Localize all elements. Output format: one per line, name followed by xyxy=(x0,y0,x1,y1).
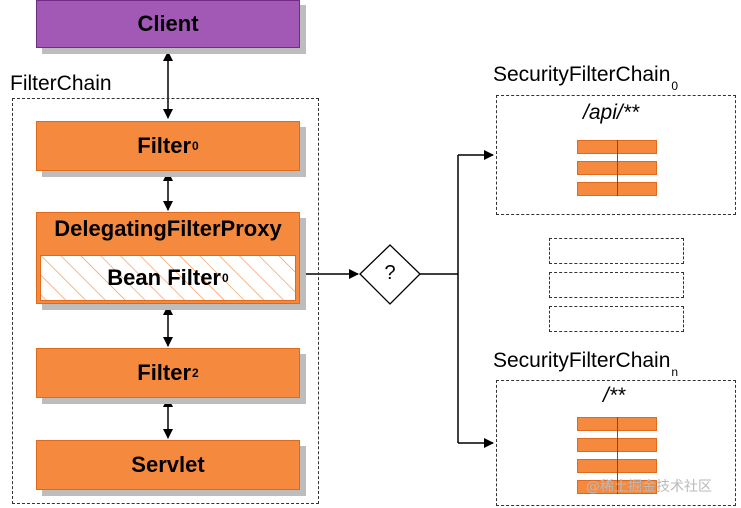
security-chain-0-subscript: 0 xyxy=(671,79,679,93)
filterchain-title: FilterChain xyxy=(10,72,112,95)
delegating-label: DelegatingFilterProxy xyxy=(54,216,282,241)
security-chain-0-title-text: SecurityFilterChain xyxy=(493,63,671,86)
filter0-subscript: 0 xyxy=(192,139,199,153)
bean-filter-hatch xyxy=(41,256,295,300)
security-chain-0-container xyxy=(496,95,736,215)
security-chain-n-title: SecurityFilterChainn xyxy=(493,349,678,379)
decision-label: ? xyxy=(384,262,396,284)
watermark: @稀土掘金技术社区 xyxy=(586,479,712,495)
bean-filter-subscript: 0 xyxy=(222,271,229,285)
ellipsis-chain-2 xyxy=(549,272,684,298)
servlet-label: Servlet xyxy=(131,452,205,477)
filter2-subscript: 2 xyxy=(192,366,199,380)
security-chain-0-title: SecurityFilterChain0 xyxy=(493,63,678,93)
security-chain-n-subscript: n xyxy=(671,365,679,379)
security-chain-0-filter-connector xyxy=(617,140,618,196)
security-chain-n-container xyxy=(496,380,736,506)
security-chain-0-pattern: /api/** xyxy=(583,101,640,124)
decision-diamond xyxy=(359,244,421,305)
bean-filter-label: Bean Filter xyxy=(107,265,221,290)
ellipsis-chain-1 xyxy=(549,238,684,264)
security-chain-n-title-text: SecurityFilterChain xyxy=(493,349,671,372)
client-label: Client xyxy=(137,11,199,36)
filter2-label: Filter xyxy=(137,360,192,385)
filter0-label: Filter xyxy=(137,133,192,158)
ellipsis-chain-3 xyxy=(549,306,684,332)
security-chain-n-filter-connector xyxy=(617,417,618,494)
security-chain-n-pattern: /** xyxy=(603,384,626,407)
client-box: Client xyxy=(36,0,300,48)
filterchain-container xyxy=(12,98,319,504)
servlet-box: Servlet xyxy=(36,440,300,490)
